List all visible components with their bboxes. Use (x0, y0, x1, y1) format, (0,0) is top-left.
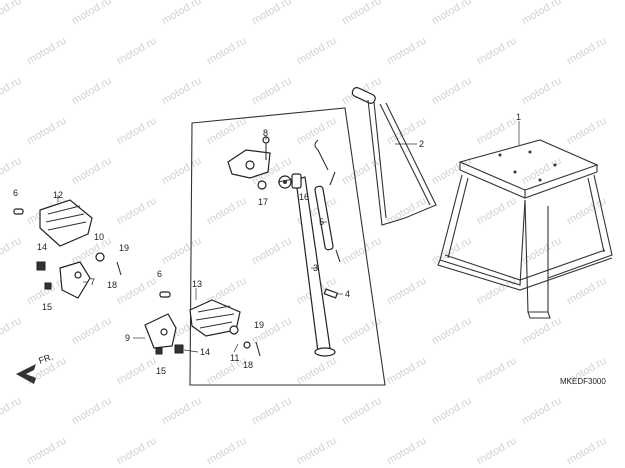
direction-label: FR. (37, 352, 54, 366)
callout-15-upper: 15 (42, 302, 52, 312)
pivot-bracket-drawing (227, 136, 271, 179)
work-stand-drawing (437, 139, 613, 319)
bolt-4-drawing (323, 288, 339, 299)
callout-9: 9 (125, 333, 130, 343)
side-stand-drawing (277, 175, 336, 357)
callout-16: 16 (299, 192, 309, 202)
callout-19-upper: 19 (119, 243, 129, 253)
leader-lines (57, 121, 520, 353)
left-footpeg-drawing (13, 199, 122, 299)
callout-1: 1 (516, 112, 521, 122)
callout-6-lower: 6 (157, 269, 162, 279)
spring-drawing (314, 139, 341, 263)
callout-4: 4 (345, 289, 350, 299)
right-footpeg-drawing (144, 291, 261, 357)
paddock-stand-drawing (351, 87, 437, 226)
front-direction-arrow (16, 364, 36, 384)
diagram-code: MKEDF3000 (560, 377, 606, 386)
callout-13: 13 (192, 279, 202, 289)
sidestand-group-outline (189, 107, 386, 386)
pivot-bolt-drawing (257, 173, 302, 190)
callout-14-upper: 14 (37, 242, 47, 252)
callout-17: 17 (258, 197, 268, 207)
callout-19-lower: 19 (254, 320, 264, 330)
callout-11: 11 (230, 353, 239, 363)
callout-6-upper: 6 (13, 188, 18, 198)
callout-15-lower: 15 (156, 366, 166, 376)
callout-2: 2 (419, 139, 424, 149)
callout-5: 5 (319, 217, 324, 227)
callout-18-lower: 18 (243, 360, 253, 370)
callout-8: 8 (263, 128, 268, 138)
callout-18-upper: 18 (107, 280, 117, 290)
callout-14-lower: 14 (200, 347, 210, 357)
callout-3: 3 (313, 263, 318, 273)
callout-10: 10 (94, 232, 104, 242)
callout-7: 7 (90, 277, 95, 287)
callout-12: 12 (53, 190, 63, 200)
